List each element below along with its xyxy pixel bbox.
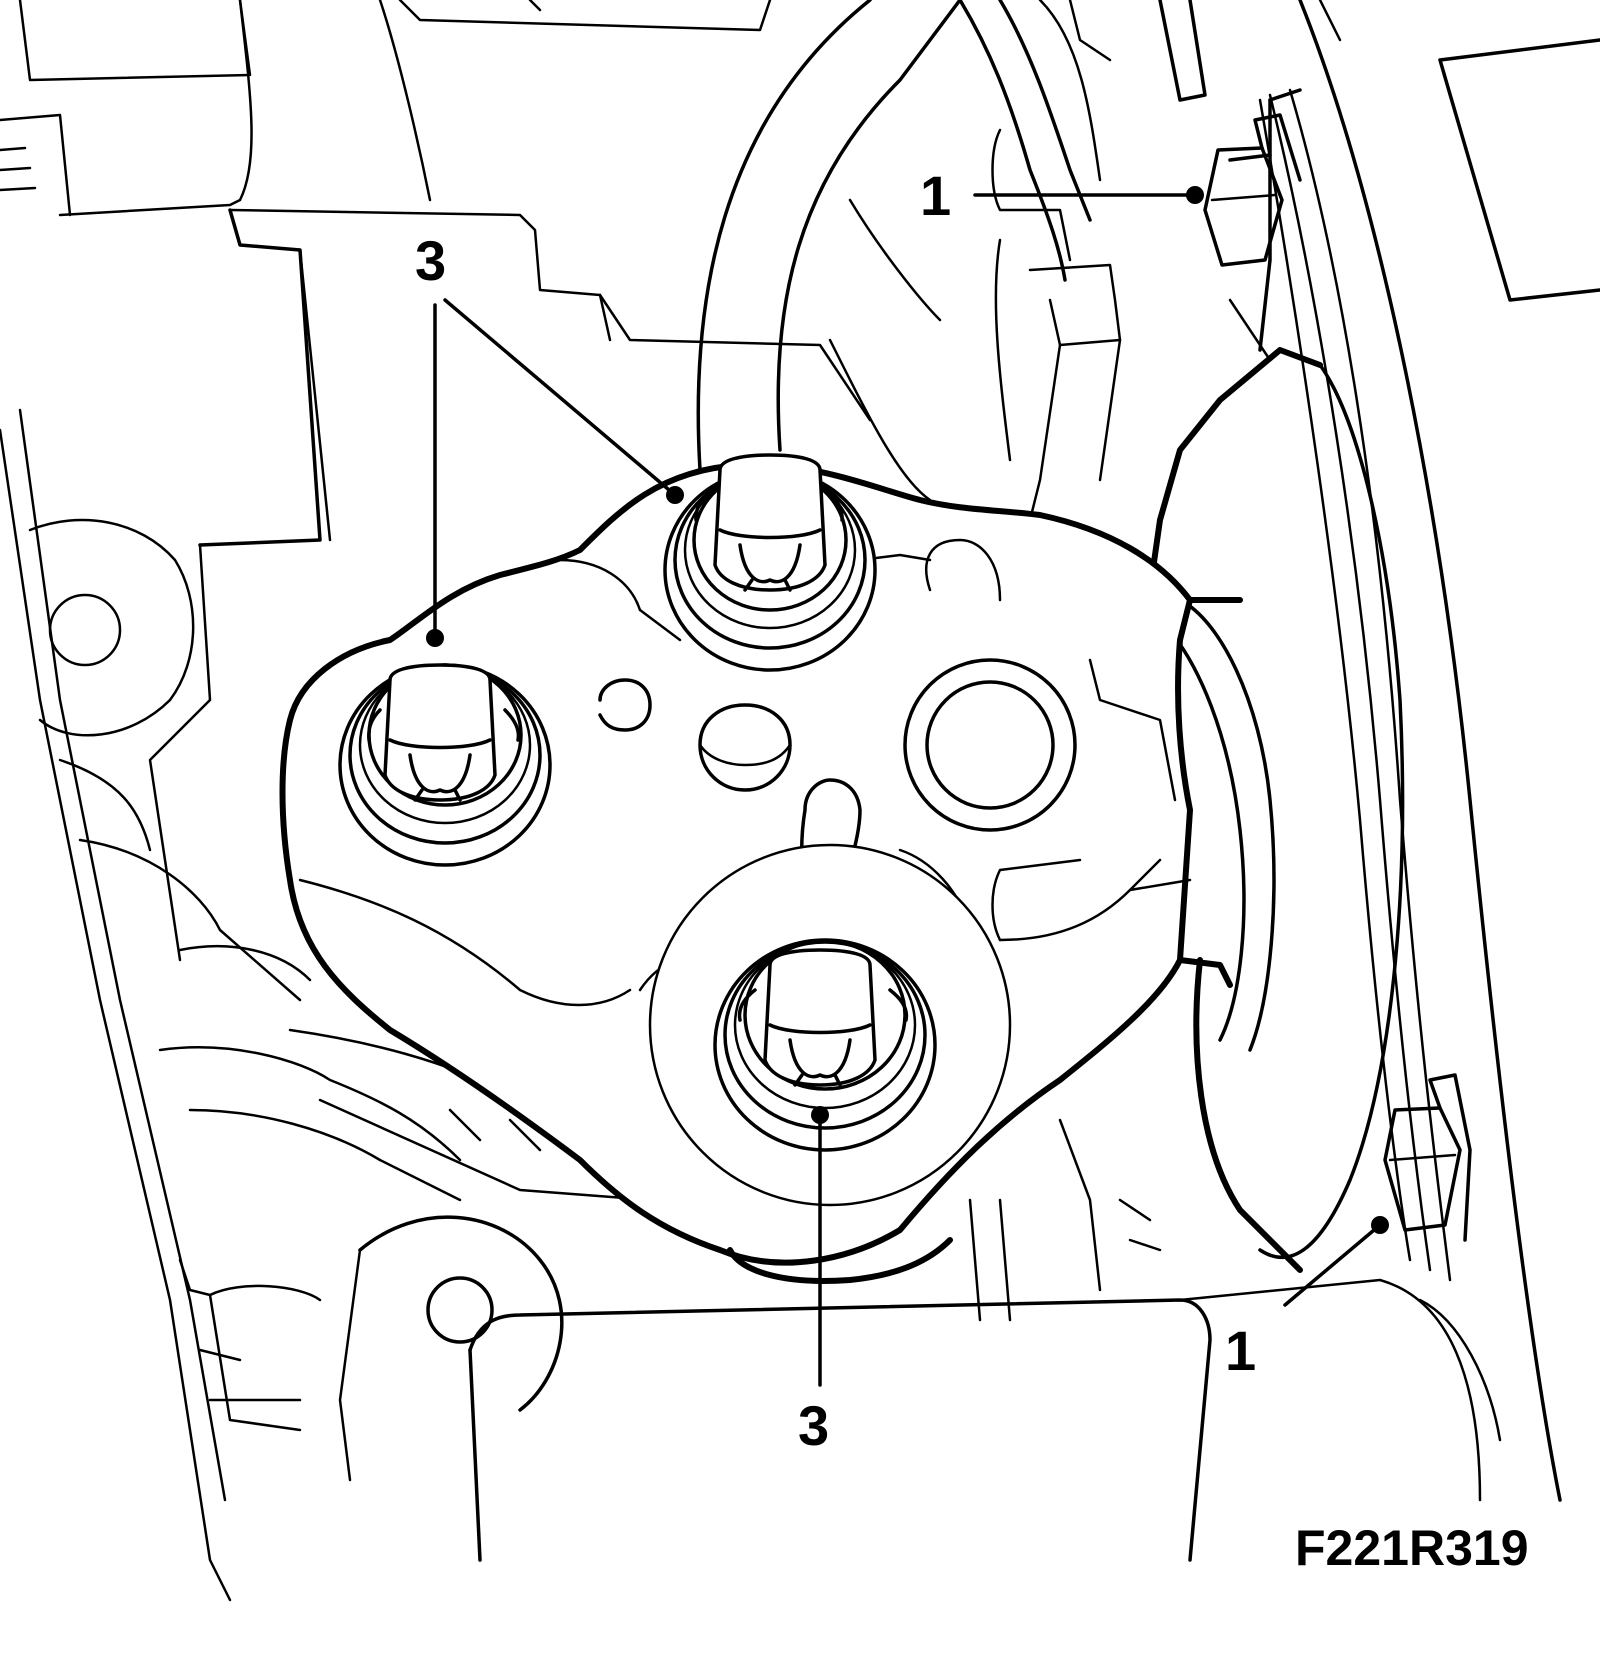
bolt-1-bottom <box>1383 1073 1472 1242</box>
leader-1-bottom <box>1283 1223 1382 1307</box>
callout-leaders <box>426 186 1389 1387</box>
leader-dot-1-top <box>1186 186 1204 204</box>
callout-3-bottom: 3 <box>798 1394 829 1457</box>
leader-3-to-top-bolt <box>443 298 677 497</box>
callout-1-bottom: 1 <box>1225 1319 1256 1382</box>
leader-dot-3-top-bolt <box>666 486 684 504</box>
background-structure <box>0 0 1600 1602</box>
bolt-1-top <box>1203 113 1302 267</box>
callout-1-top: 1 <box>920 164 951 227</box>
leader-dot-3-bottom <box>811 1106 829 1124</box>
mount-bolt-left <box>338 663 552 867</box>
mount-bolt-bottom <box>648 843 1012 1207</box>
leader-dot-3-left-bolt <box>426 629 444 647</box>
callout-3-top-left: 3 <box>415 229 446 292</box>
mount-bolt-top <box>663 453 877 672</box>
leader-dot-1-bottom <box>1371 1216 1389 1234</box>
callout-labels: 1 1 3 3 <box>415 164 1256 1457</box>
figure-code: F221R319 <box>1295 1520 1529 1576</box>
